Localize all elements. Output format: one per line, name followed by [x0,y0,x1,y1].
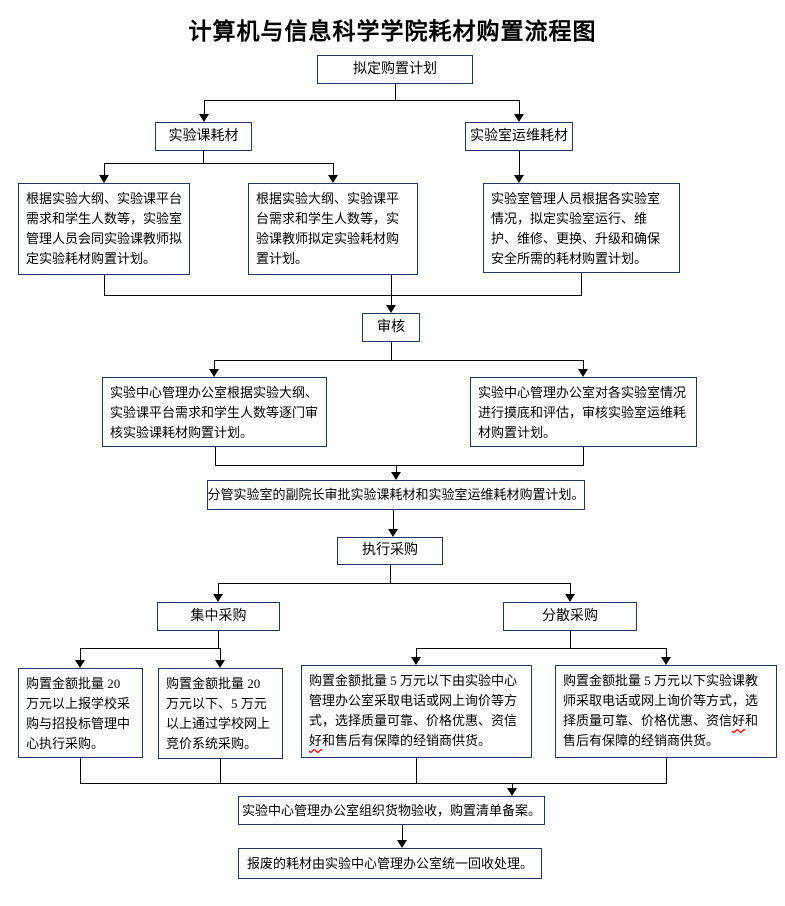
node-50k-200k-online-bidding: 购置金额批量 20 万元以下、5 万元以上通过学校网上竞价系统采购。 [158,668,283,759]
connector-line [666,648,667,658]
flow-arrowhead [565,594,575,602]
node-text: 和售后有保障的经销商供货。 [322,733,492,748]
node-draft-plan: 拟定购置计划 [317,55,473,84]
flow-arrowhead [199,114,209,122]
connector-line [104,163,105,176]
flow-arrowhead [514,114,524,122]
flow-arrowhead [328,175,338,183]
connector-line [402,825,403,841]
connector-line [581,273,582,295]
flow-arrowhead [661,657,671,665]
connector-line [583,447,584,465]
flow-arrowhead [507,788,517,796]
node-goods-acceptance-filing: 实验中心管理办公室组织货物验收，购置清单备案。 [238,796,545,825]
connector-line [395,84,396,100]
node-centralized-procurement: 集中采购 [157,602,280,631]
connector-line [218,583,219,595]
connector-line [519,100,520,115]
connector-line [214,360,215,370]
connector-line [80,783,667,784]
connector-line [519,151,520,176]
connector-line [396,465,397,473]
node-under-50k-office-inquiry: 购置金额批量 5 万元以下由实验中心管理办公室采取电话或网上询价等方式，选择质量… [301,665,532,758]
flow-arrowhead [514,175,524,183]
connector-line [80,648,221,649]
node-lab-course-consumables: 实验课耗材 [155,122,252,151]
flowchart-title: 计算机与信息科学学院耗材购置流程图 [188,19,597,44]
connector-line [416,648,417,658]
node-review-ops-consumables: 实验中心管理办公室对各实验室情况进行摸底和评估，审核实验室运维耗材购置计划。 [470,377,697,447]
connector-line [416,758,417,783]
spellcheck-marked-word: 好 [309,733,323,748]
node-review: 审核 [362,313,420,342]
connector-line [215,465,584,466]
node-plan-by-lab-managers-ops: 实验室管理人员根据各实验室情况，拟定实验室运行、维护、维修、更换、升级和确保安全… [483,183,680,273]
node-plan-by-manager-with-teachers: 根据实验大纲、实验课平台需求和学生人数等，实验室管理人员会同实验课教师拟定实验耗… [18,183,190,275]
flow-arrowhead [75,660,85,668]
connector-line [203,151,204,163]
node-text: 购置金额批量 5 万元以下实验课教师采取电话或网上询价等方式，选择质量可靠、价格… [563,673,759,728]
connector-line [218,583,570,584]
connector-line [220,648,221,660]
connector-line [333,163,334,176]
node-lab-ops-consumables: 实验室运维耗材 [465,122,573,151]
connector-line [666,758,667,783]
connector-line [204,100,205,115]
flow-arrowhead [411,657,421,665]
spellcheck-marked-word: 好 [732,713,746,728]
flow-arrowhead [391,472,401,480]
node-text: 和售后有保障的经销商供货。 [563,713,759,748]
flow-arrowhead [99,175,109,183]
node-execute-procurement: 执行采购 [337,537,443,565]
node-decentralized-procurement: 分散采购 [503,602,637,631]
connector-line [393,510,394,529]
node-scrap-recycling: 报废的耗材由实验中心管理办公室统一回收处理。 [238,848,542,879]
node-plan-by-course-teachers: 根据实验大纲、实验课平台需求和学生人数等，实验课教师拟定实验耗材购置计划。 [248,183,418,275]
connector-line [104,275,105,295]
connector-line [416,648,666,649]
connector-line [104,163,333,164]
flow-arrowhead [209,369,219,377]
connector-line [391,275,392,295]
flow-arrowhead [397,840,407,848]
connector-line [218,631,219,648]
flow-arrowhead [388,529,398,537]
node-review-course-consumables: 实验中心管理办公室根据实验大纲、实验课平台需求和学生人数等逐门审核实验课耗材购置… [102,377,327,447]
connector-line [570,631,571,648]
connector-line [204,100,520,101]
node-over-200k-school-center: 购置金额批量 20 万元以上报学校采购与招投标管理中心执行采购。 [18,668,143,758]
connector-line [215,447,216,465]
connector-line [220,759,221,783]
node-vice-dean-approval: 分管实验室的副院长审批实验课耗材和实验室运维耗材购置计划。 [207,480,585,510]
connector-line [583,360,584,370]
node-under-50k-teacher-inquiry: 购置金额批量 5 万元以下实验课教师采取电话或网上询价等方式，选择质量可靠、价格… [555,665,777,758]
connector-line [570,583,571,595]
connector-line [391,295,392,306]
connector-line [214,360,583,361]
connector-line [390,565,391,583]
connector-line [80,758,81,783]
connector-line [512,783,513,789]
flow-arrowhead [386,305,396,313]
connector-line [391,342,392,360]
connector-line [80,648,81,660]
connector-line [104,295,582,296]
flow-arrowhead [213,594,223,602]
flow-arrowhead [215,660,225,668]
node-text: 购置金额批量 5 万元以下由实验中心管理办公室采取电话或网上询价等方式，选择质量… [309,673,518,728]
flow-arrowhead [578,369,588,377]
